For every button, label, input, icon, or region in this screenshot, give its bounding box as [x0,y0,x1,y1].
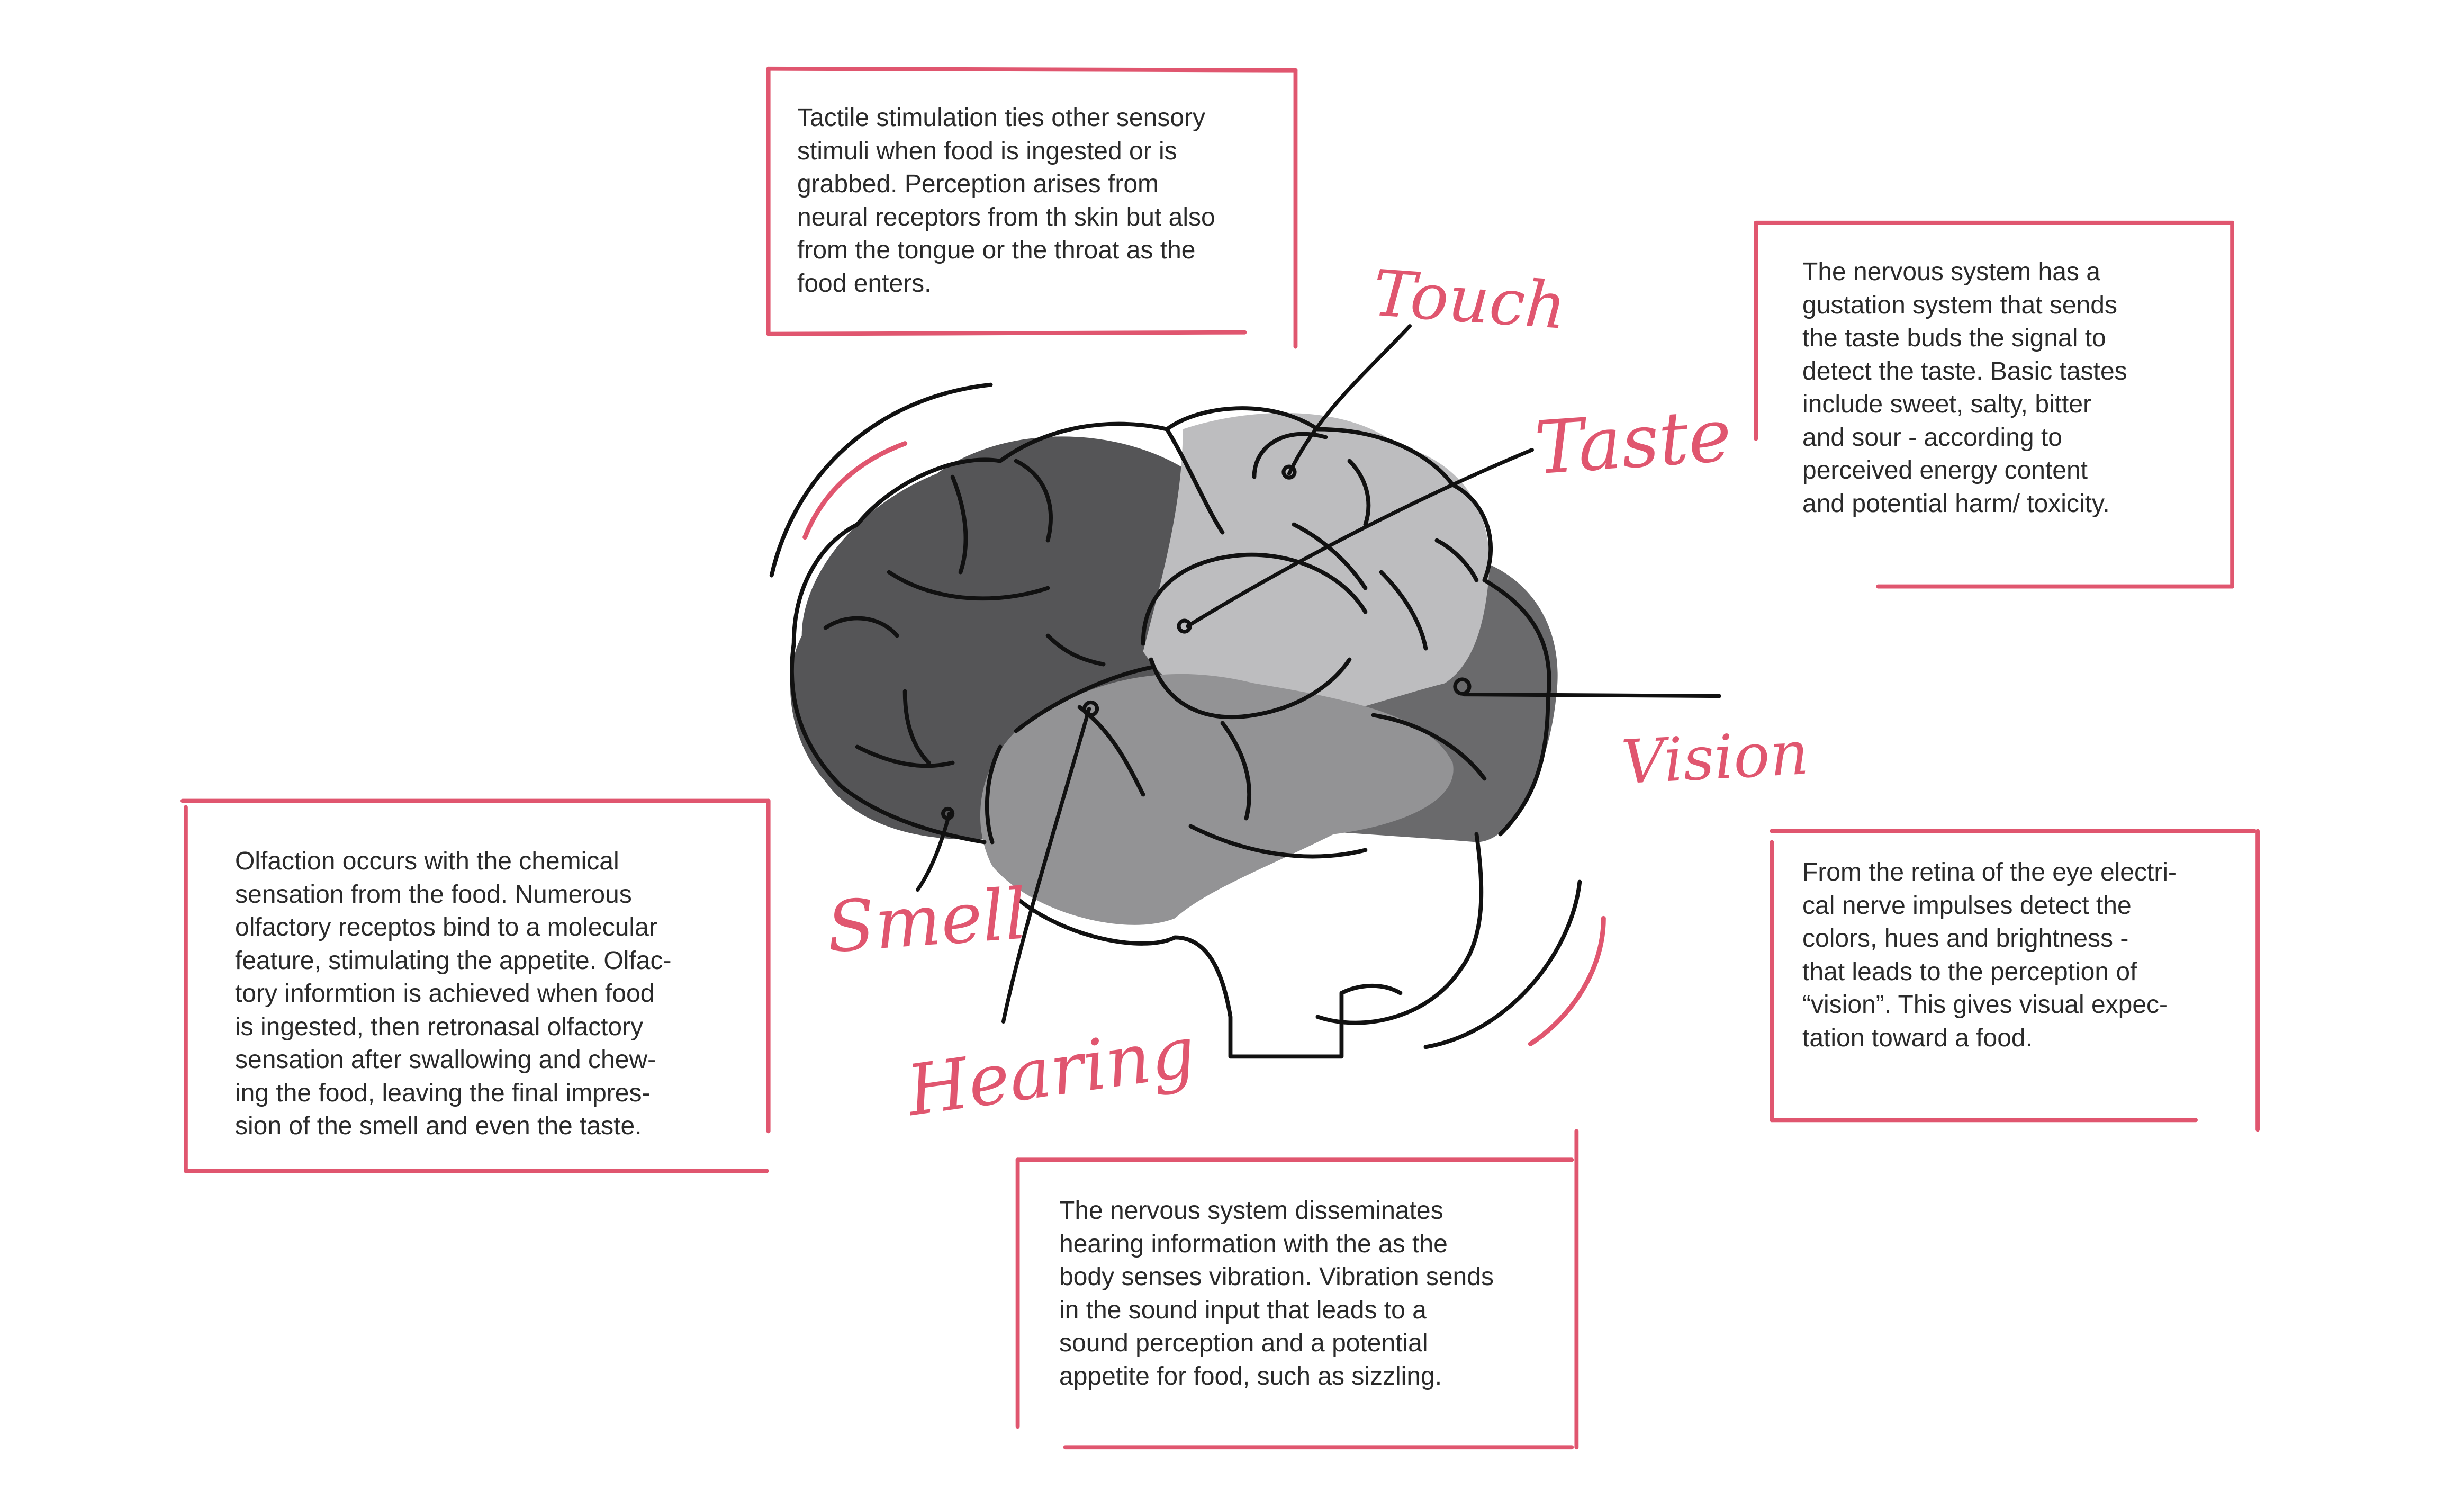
brain-illustration [769,324,1721,1059]
smell-label: Smell [824,874,1030,968]
note-frames [180,66,2260,1450]
hearing-label: Hearing [901,1011,1201,1132]
touch-pointer [1287,324,1412,476]
sensory-pointers [916,324,1721,1024]
smell-note-text: Olfaction occurs with the chemical sensa… [235,847,672,1140]
taste-note-frame [1754,220,2234,589]
temporal-lobe-shape [980,674,1454,925]
hearing-pointer [1001,706,1091,1024]
taste-pointer [1185,448,1534,629]
motion-line-left-inner [802,441,908,540]
touch-label: Touch [1370,257,1568,344]
hearing-note-frame [1015,1129,1579,1450]
touch-note-text: Tactile stimulation ties other sensory s… [797,104,1215,298]
motion-line-right-inner [1528,915,1606,1046]
motion-lines [769,382,1606,1049]
hearing-note-text: The nervous system disseminates hearing … [1059,1197,1494,1390]
vision-note-frame [1770,829,2260,1132]
taste-label: Taste [1532,392,1734,491]
vision-pointer [1461,692,1721,698]
brain-outlines [790,406,1551,1059]
smell-note-frame [180,798,771,1173]
vision-label: Vision [1620,717,1810,797]
touch-note-frame [766,66,1298,349]
motion-line-left-outer [769,382,993,578]
motion-line-right-outer [1423,879,1582,1049]
vision-note-text: From the retina of the eye electri- cal … [1802,858,2177,1052]
smell-pointer [916,811,952,892]
taste-note-text: The nervous system has a gustation syste… [1802,258,2127,518]
